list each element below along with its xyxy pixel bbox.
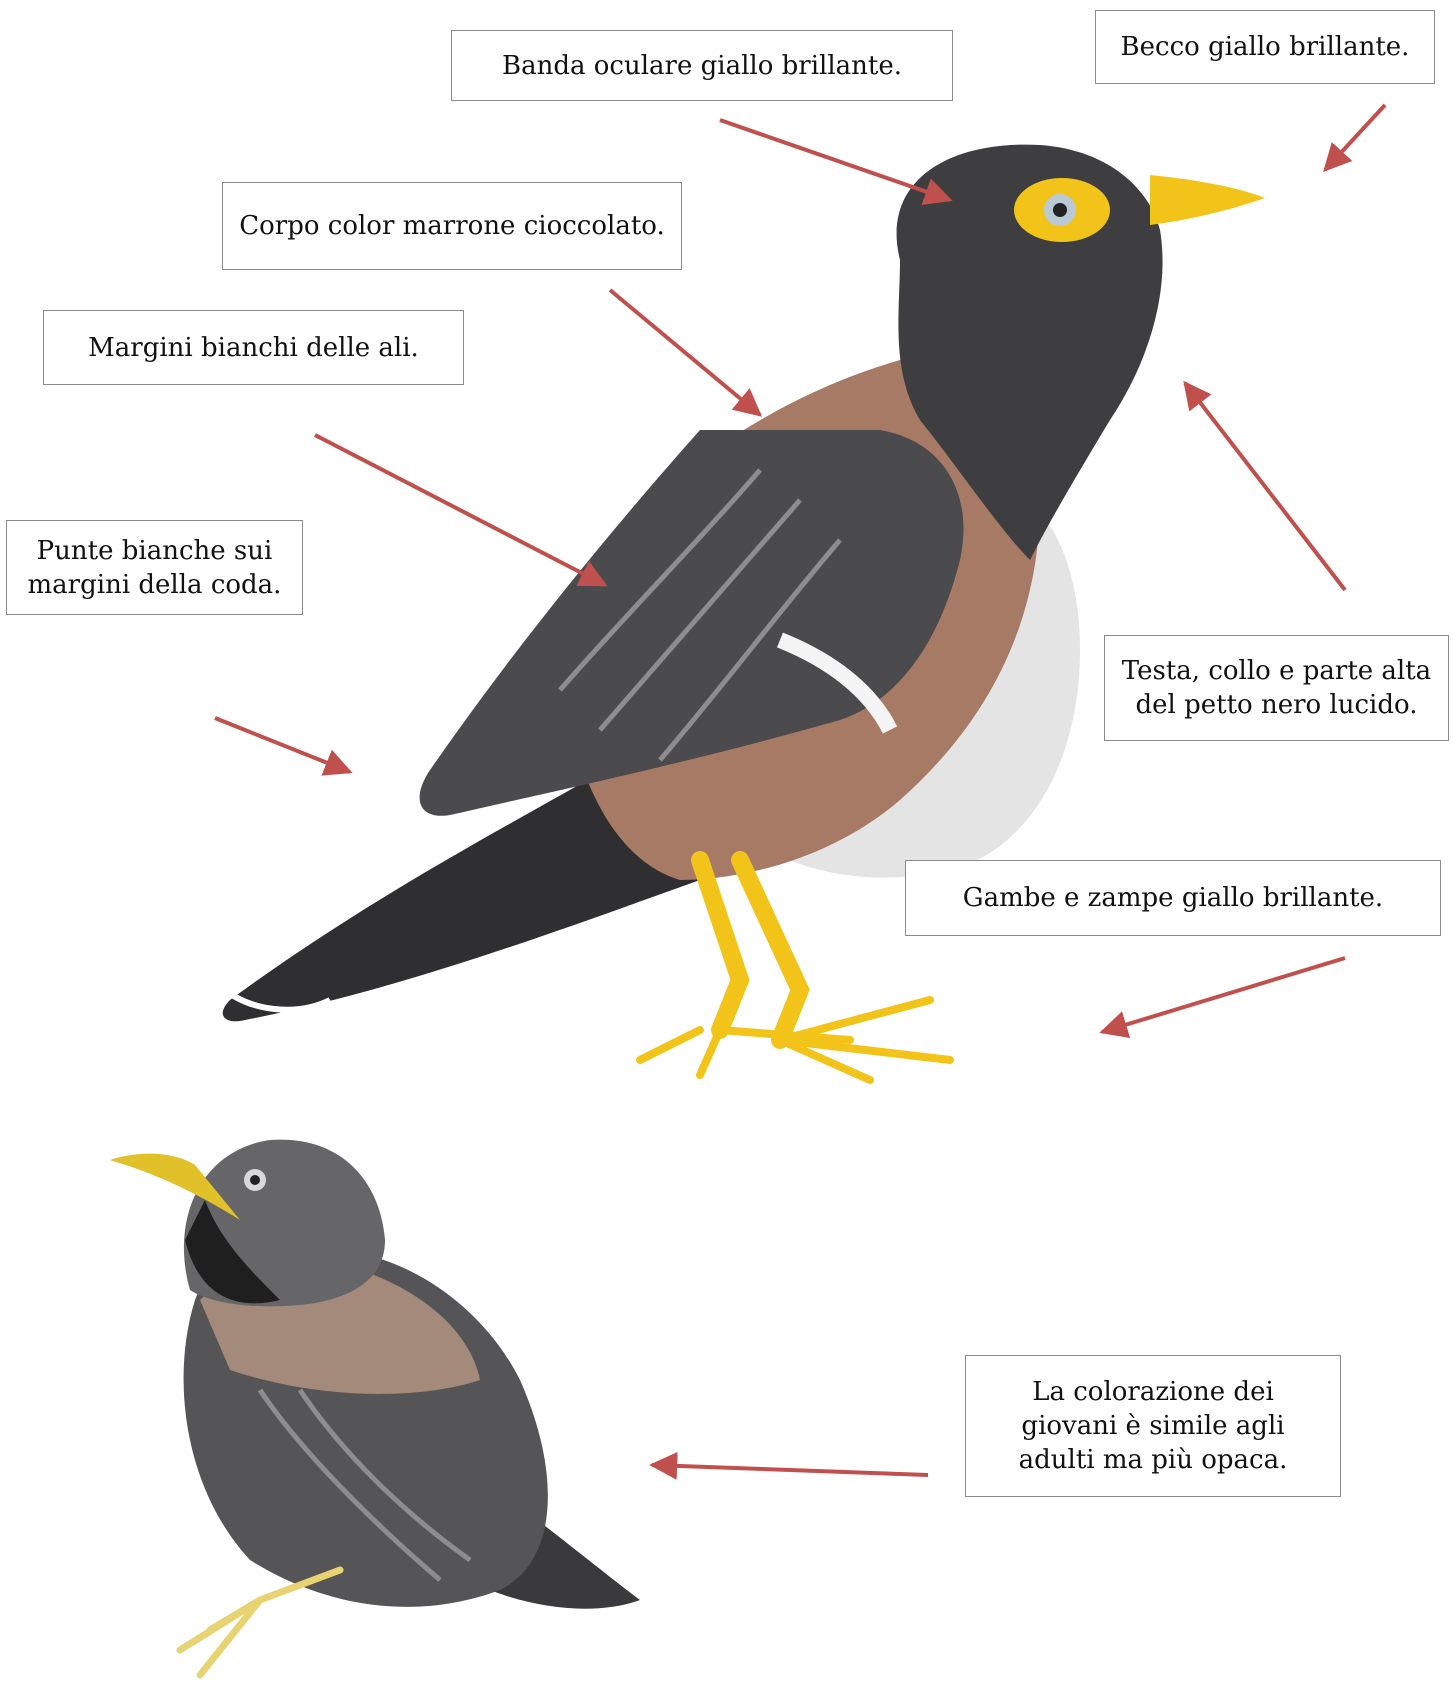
- arrow-legs: [1102, 958, 1345, 1032]
- arrow-wing-edges: [315, 435, 605, 585]
- arrow-eye-band: [720, 120, 950, 200]
- label-head-neck: Testa, collo e parte alta del petto nero…: [1104, 635, 1449, 741]
- label-legs: Gambe e zampe giallo brillante.: [905, 860, 1441, 936]
- arrow-body: [610, 290, 760, 415]
- arrow-head-neck: [1185, 383, 1345, 590]
- label-body: Corpo color marrone cioccolato.: [222, 182, 682, 270]
- label-beak: Becco giallo brillante.: [1095, 10, 1435, 84]
- arrow-beak: [1325, 105, 1385, 170]
- label-wing-edges: Margini bianchi delle ali.: [43, 310, 464, 385]
- arrow-juvenile: [652, 1465, 928, 1475]
- juvenile-bird-illustration: [110, 1140, 640, 1675]
- label-tail-tips: Punte bianche sui margini della coda.: [6, 520, 303, 615]
- label-eye-band: Banda oculare giallo brillante.: [451, 30, 953, 101]
- arrow-tail-tips: [215, 718, 350, 772]
- label-juvenile: La colorazione dei giovani è simile agli…: [965, 1355, 1341, 1497]
- adult-bird-illustration: [223, 145, 1265, 1080]
